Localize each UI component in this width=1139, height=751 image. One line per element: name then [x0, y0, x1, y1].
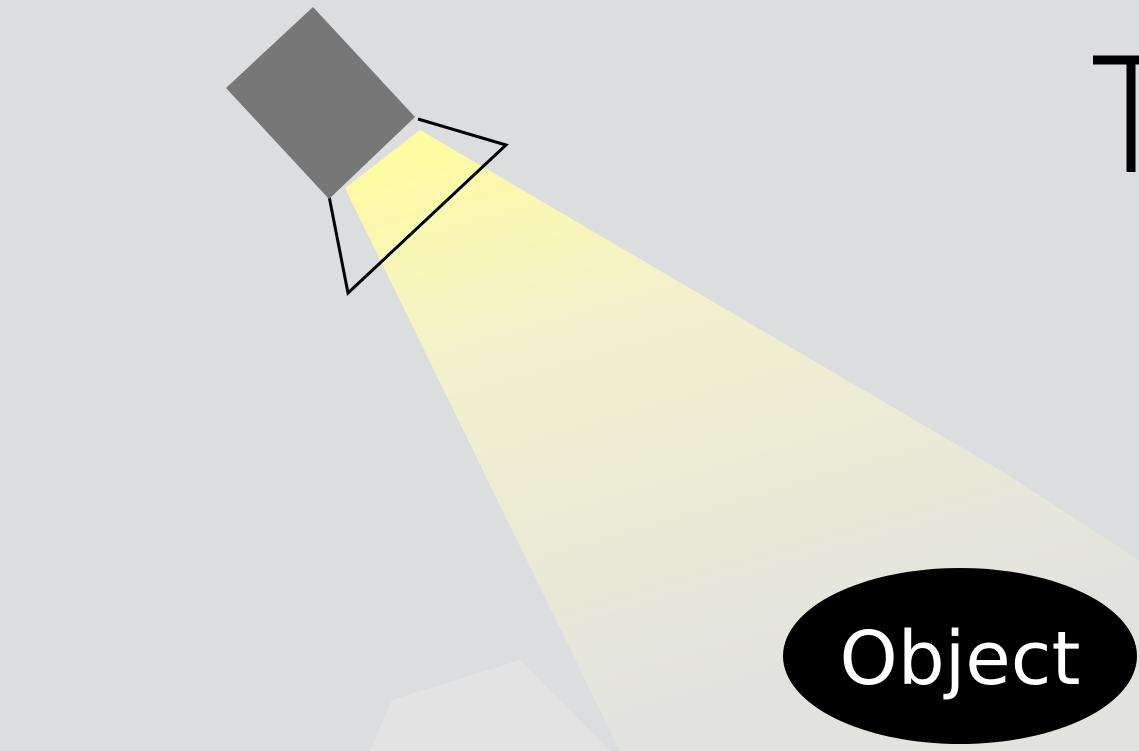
object-node: Object	[783, 568, 1137, 744]
object-label: Object	[839, 616, 1080, 702]
